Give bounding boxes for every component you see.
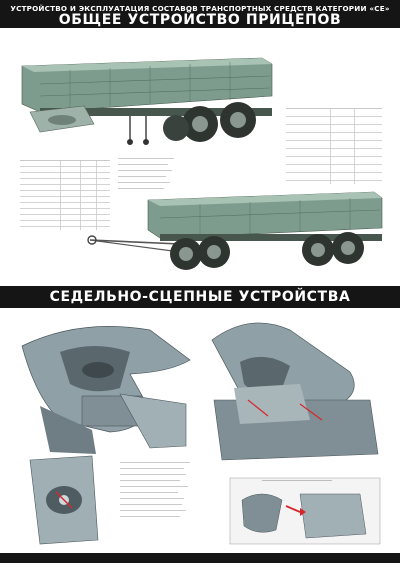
fifth-wheel-coupler-left-illustration bbox=[21, 326, 191, 454]
header-bar: УСТРОЙСТВО И ЭКСПЛУАТАЦИЯ СОСТАВОВ ТРАНС… bbox=[0, 0, 400, 28]
poster-supertitle: УСТРОЙСТВО И ЭКСПЛУАТАЦИЯ СОСТАВОВ ТРАНС… bbox=[10, 4, 390, 13]
couplings-section bbox=[21, 322, 381, 545]
semitrailer-illustration bbox=[21, 57, 273, 145]
trailer-spec-table bbox=[286, 108, 382, 184]
kingpin-detail-illustration bbox=[29, 105, 95, 133]
section-title: СЕДЕЛЬНО-СЦЕПНЫЕ УСТРОЙСТВА bbox=[49, 289, 351, 305]
coupler-parts-legend bbox=[120, 462, 190, 517]
two-axle-trailer-illustration bbox=[87, 191, 383, 270]
poster-title: ОБЩЕЕ УСТРОЙСТВО ПРИЦЕПОВ bbox=[58, 12, 342, 28]
section-title-bar: СЕДЕЛЬНО-СЦЕПНЫЕ УСТРОЙСТВА bbox=[0, 286, 400, 308]
coupler-jaw-detail-illustration bbox=[29, 455, 99, 545]
semitrailer-spec-table bbox=[20, 160, 110, 230]
lock-operation-scheme bbox=[229, 477, 381, 545]
trailers-section bbox=[20, 57, 383, 270]
fifth-wheel-coupler-right-illustration bbox=[211, 322, 379, 461]
semitrailer-parts-legend bbox=[118, 158, 174, 189]
footer-bar bbox=[0, 553, 400, 563]
